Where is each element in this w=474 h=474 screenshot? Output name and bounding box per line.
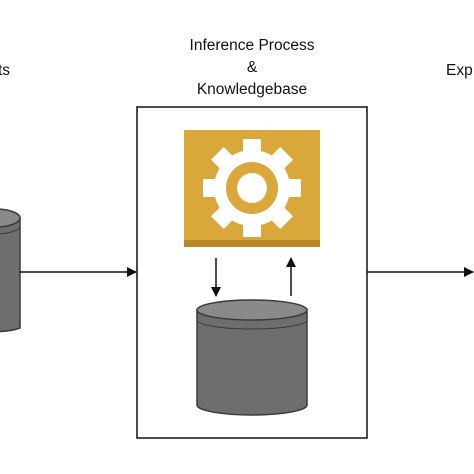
knowledgebase-database-icon [196, 299, 308, 416]
inference-process-title: Inference Process & Knowledgebase [137, 35, 367, 101]
gear-icon [184, 130, 320, 247]
input-database-icon [0, 208, 21, 333]
title-line-2: & [246, 59, 258, 76]
title-line-3: Knowledgebase [196, 81, 308, 98]
title-line-1: Inference Process [189, 37, 315, 54]
right-output-label: Exp [446, 62, 473, 79]
left-input-label: ts [0, 62, 11, 79]
